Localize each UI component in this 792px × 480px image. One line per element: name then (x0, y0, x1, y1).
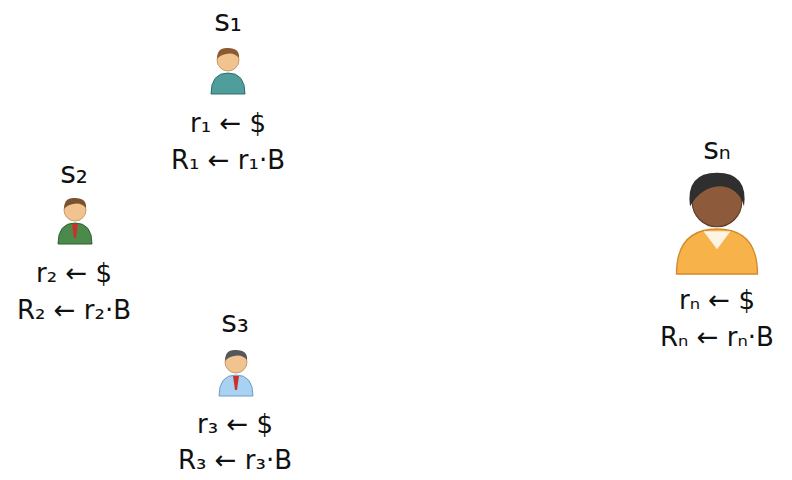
party-name: sₙ (703, 131, 731, 166)
party-name: s₃ (221, 304, 249, 339)
commit-step-holder: R₃ ← r₃·B (178, 445, 292, 475)
party-name-holder: s₃ (221, 304, 249, 339)
random-step: rₙ ← $ (679, 285, 755, 315)
party-name: s₂ (60, 155, 88, 190)
person-icon (58, 198, 92, 244)
commit-step: Rₙ ← rₙ·B (660, 322, 774, 352)
party-name: s₁ (214, 3, 242, 38)
commit-step: R₃ ← r₃·B (178, 445, 292, 475)
party-name-holder: sₙ (703, 131, 731, 166)
commit-step-holder: R₂ ← r₂·B (17, 295, 131, 325)
person-icon (677, 173, 758, 274)
commit-step-holder: R₁ ← r₁·B (171, 145, 285, 175)
random-step: r₂ ← $ (36, 258, 112, 288)
party-name-holder: s₂ (60, 155, 88, 190)
commit-step-holder: Rₙ ← rₙ·B (660, 322, 774, 352)
random-step-holder: r₂ ← $ (36, 258, 112, 288)
person-icon (211, 48, 245, 94)
random-step-holder: rₙ ← $ (679, 285, 755, 315)
commit-step: R₁ ← r₁·B (171, 145, 285, 175)
random-step-holder: r₁ ← $ (190, 108, 266, 138)
person-icon (219, 350, 253, 396)
random-step: r₁ ← $ (190, 108, 266, 138)
commit-step: R₂ ← r₂·B (17, 295, 131, 325)
random-step: r₃ ← $ (197, 409, 273, 439)
party-name-holder: s₁ (214, 3, 242, 38)
random-step-holder: r₃ ← $ (197, 409, 273, 439)
